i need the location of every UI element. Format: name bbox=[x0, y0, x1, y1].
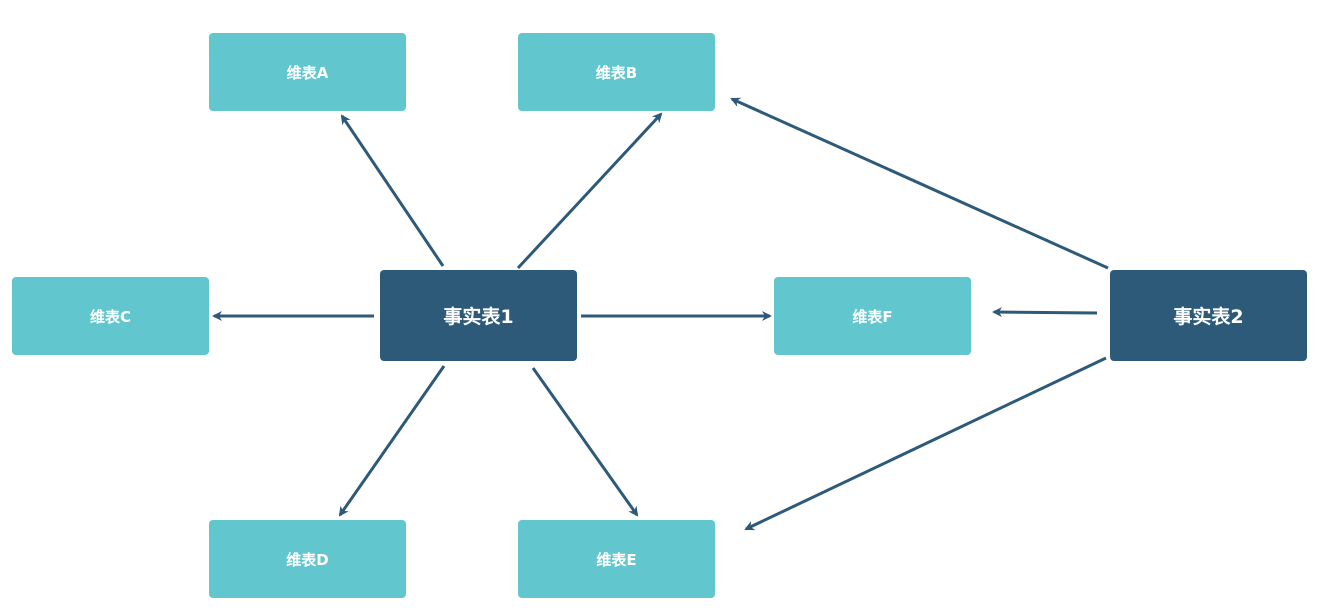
fact-table-2[interactable]: 事实表2 bbox=[1110, 270, 1307, 361]
arrow-fact1-to-a bbox=[340, 114, 445, 267]
dimension-table-c-label: 维表C bbox=[89, 307, 131, 326]
dimension-table-b[interactable]: 维表B bbox=[518, 33, 715, 111]
dimension-table-f[interactable]: 维表F bbox=[774, 277, 971, 355]
arrow-fact2-to-e bbox=[744, 356, 1107, 531]
dimension-table-a[interactable]: 维表A bbox=[209, 33, 406, 111]
dimension-table-a-label: 维表A bbox=[286, 63, 329, 82]
dimension-table-f-label: 维表F bbox=[852, 307, 893, 326]
arrow-fact2-to-b bbox=[730, 97, 1109, 270]
dimension-table-e-label: 维表E bbox=[596, 550, 637, 569]
fact-table-1-label: 事实表1 bbox=[443, 306, 514, 328]
arrow-fact2-to-f bbox=[992, 307, 1098, 318]
dimension-table-e[interactable]: 维表E bbox=[518, 520, 715, 598]
arrow-fact1-to-d bbox=[338, 365, 446, 517]
dimension-table-b-label: 维表B bbox=[595, 63, 638, 82]
arrow-fact1-to-e bbox=[531, 367, 639, 517]
dimension-table-c[interactable]: 维表C bbox=[12, 277, 209, 355]
dimension-table-d[interactable]: 维表D bbox=[209, 520, 406, 598]
fact-table-1[interactable]: 事实表1 bbox=[380, 270, 577, 361]
dimension-table-d-label: 维表D bbox=[286, 550, 329, 569]
fact-table-2-label: 事实表2 bbox=[1173, 306, 1244, 328]
arrow-fact1-to-b bbox=[516, 112, 663, 270]
